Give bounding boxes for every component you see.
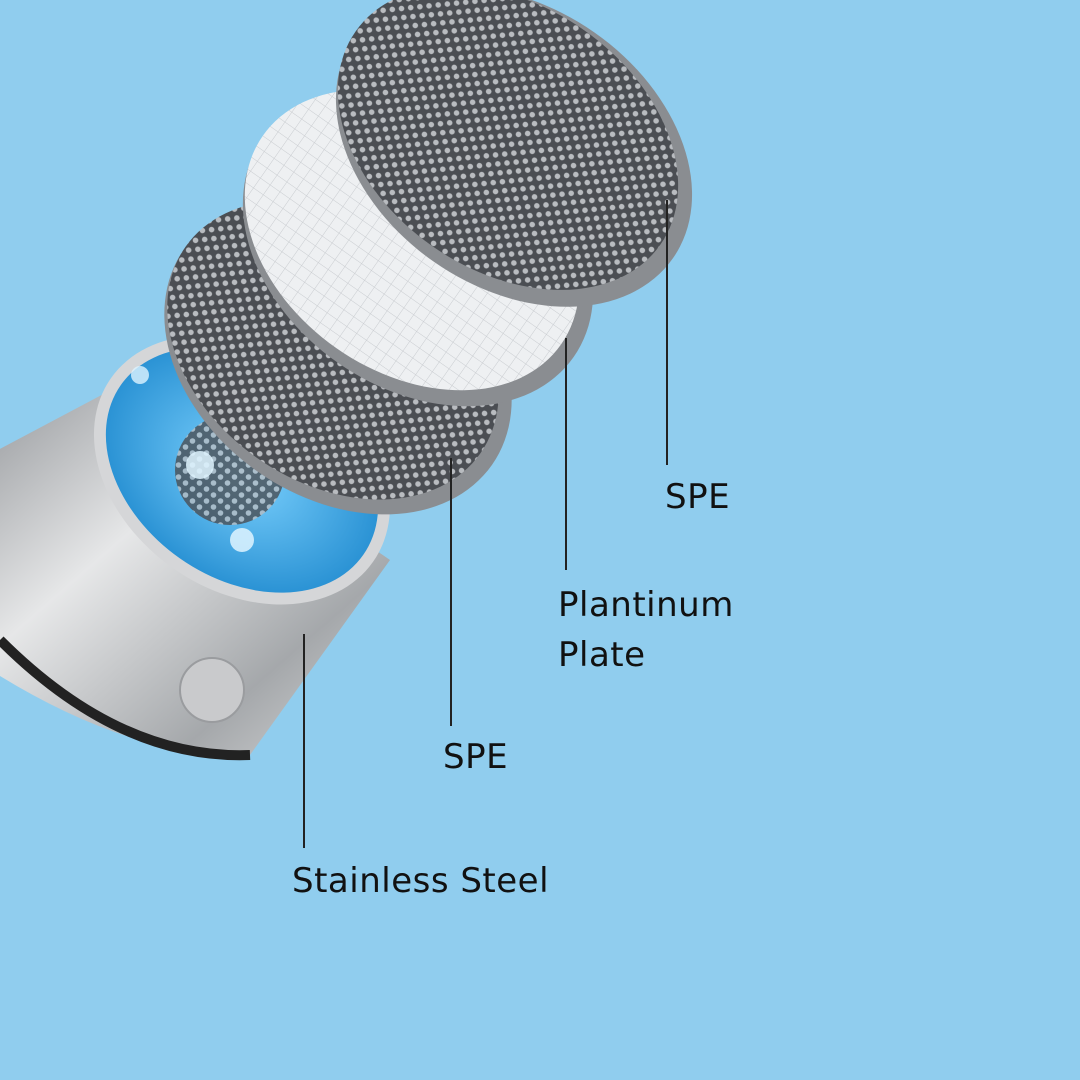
label-platinum-plate-line2: Plate bbox=[558, 635, 646, 675]
label-spe-top: SPE bbox=[665, 477, 731, 517]
leader-line-stainless-steel bbox=[303, 634, 305, 848]
label-spe-bottom: SPE bbox=[443, 737, 509, 777]
leader-line-spe-bottom bbox=[450, 458, 452, 726]
label-platinum-plate-line1: Plantinum bbox=[558, 585, 734, 625]
label-stainless-steel: Stainless Steel bbox=[292, 861, 550, 901]
spe-disc-top bbox=[335, 0, 693, 307]
leader-line-platinum-plate bbox=[565, 338, 567, 570]
leader-line-spe-top bbox=[666, 200, 668, 465]
